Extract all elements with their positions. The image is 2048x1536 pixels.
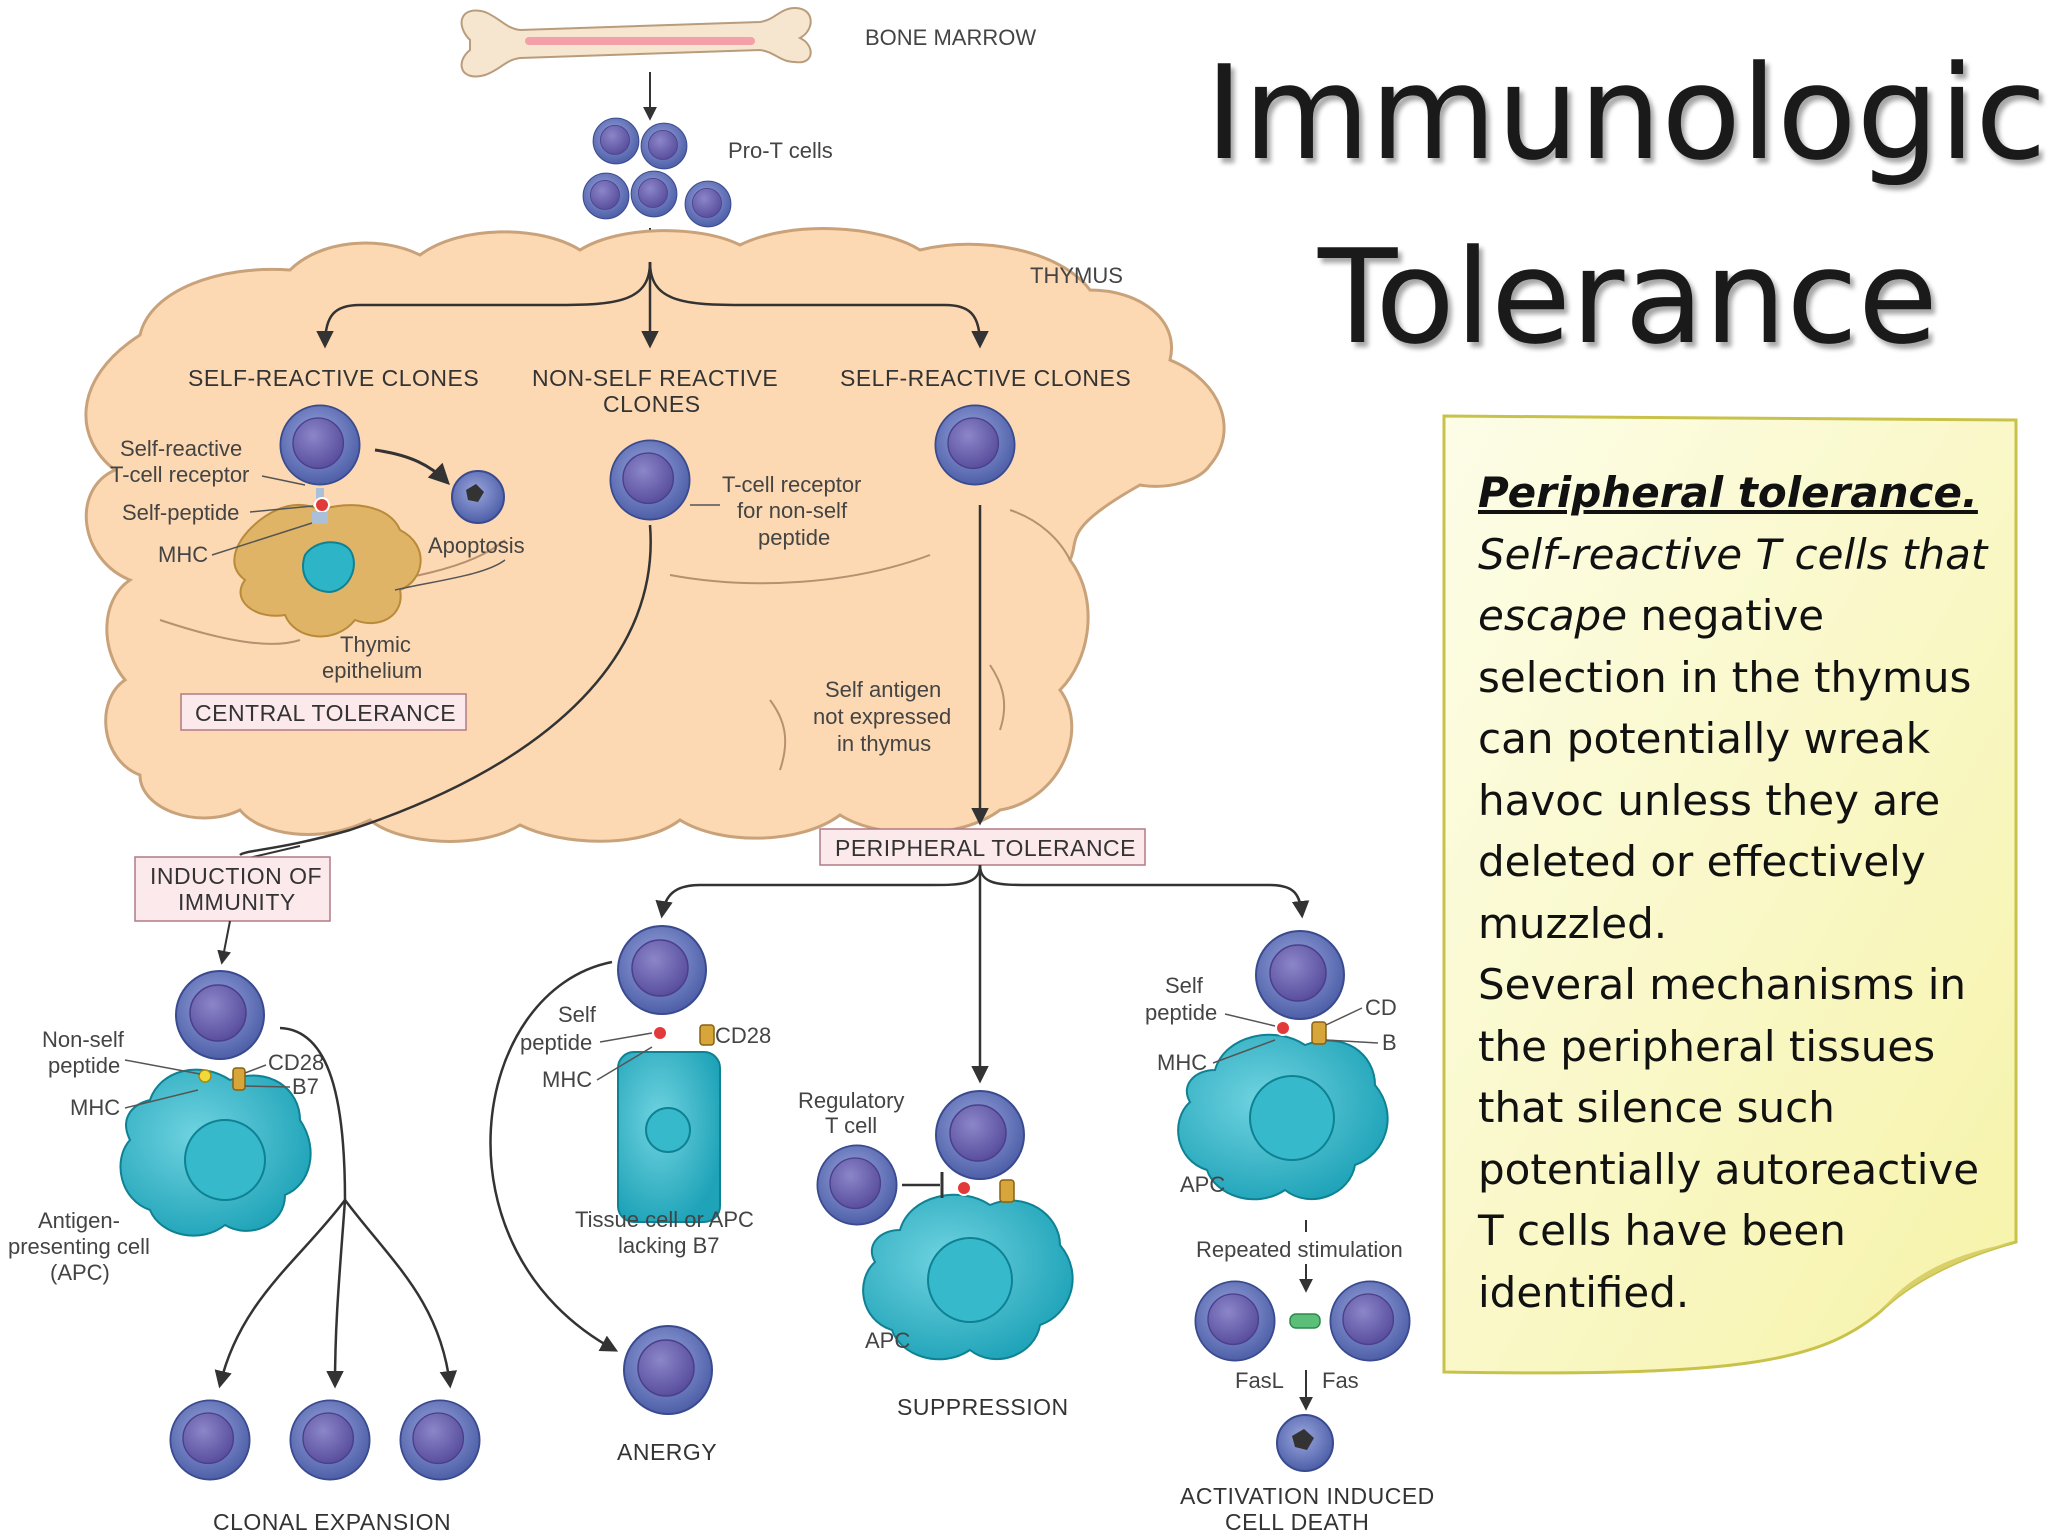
thymus-lobe-lines [159,509,1071,771]
bone-icon [460,6,812,78]
thymic-epithelium-label-2: epithelium [322,658,422,683]
mhc-aicd-label: MHC [1157,1050,1207,1075]
note-heading: Peripheral tolerance. [1478,468,1978,517]
fasl-label: FasL [1235,1368,1284,1393]
self-label-aicd: Self [1165,973,1204,998]
regulatory-label-1: Regulatory [798,1088,904,1113]
t-cell-anergy-panel [617,925,707,1015]
anergy-label: ANERGY [617,1439,717,1465]
bone-marrow-label: BONE MARROW [865,25,1036,50]
clonal-expansion-label: CLONAL EXPANSION [213,1509,451,1535]
b-aicd-label: B [1382,1030,1397,1055]
dying-t-cell [1276,1414,1334,1472]
non-self-peptide-label-2: peptide [48,1053,120,1078]
self-peptide-label: Self-peptide [122,500,239,525]
apc-aicd-label: APC [1180,1172,1225,1197]
peripheral-tolerance-note: Peripheral tolerance. Self-reactive T ce… [1478,462,1998,1323]
b7-immunity-label: B7 [292,1074,319,1099]
suppression-label: SUPPRESSION [897,1394,1069,1420]
pro-t-cells-label: Pro-T cells [728,138,833,163]
peptide-label-aicd: peptide [1145,1000,1217,1025]
tissue-cell-label-1: Tissue cell or APC [575,1207,754,1232]
thymic-epithelium-label-1: Thymic [340,632,411,657]
t-cell-fas [1329,1280,1411,1362]
tcr-nonself-label-3: peptide [758,525,830,550]
peripheral-tolerance-label: PERIPHERAL TOLERANCE [835,835,1136,861]
self-antigen-label-3: in thymus [837,731,931,756]
apc-suppression-label: APC [865,1328,910,1353]
induction-of-immunity-box [134,856,331,922]
self-label-anergy: Self [558,1002,597,1027]
thymus-shape [84,227,1226,843]
induction-label-1: INDUCTION OF [150,863,322,889]
apc-label-1: Antigen- [38,1208,120,1233]
cd-aicd-label: CD [1365,995,1397,1020]
apoptotic-cell [451,470,505,524]
central-tolerance-box [180,693,467,731]
tcr-label: T-cell receptor [110,462,249,487]
self-antigen-label-2: not expressed [813,704,951,729]
non-self-reactive-t-cell [609,439,691,521]
peripheral-tolerance-box [819,828,1146,866]
tcr-nonself-label-2: for non-self [737,498,848,523]
apc-label-3: (APC) [50,1260,110,1285]
note-body-1: negative selection in the thymus can pot… [1478,591,1972,948]
regulatory-t-cell [816,1144,898,1226]
tissue-cell-label-2: lacking B7 [618,1233,720,1258]
expanded-t-cell-2 [289,1399,371,1481]
thymus-label: THYMUS [1030,263,1123,288]
mhc-immunity-label: MHC [70,1095,120,1120]
self-reactive-clones-left: SELF-REACTIVE CLONES [188,365,479,391]
mhc-anergy-label: MHC [542,1067,592,1092]
non-self-clones-label: CLONES [603,391,701,417]
self-antigen-label-1: Self antigen [825,677,941,702]
note-italic-lead: Self-reactive T cells that escape [1478,529,1988,641]
mhc-label: MHC [158,542,208,567]
expanded-t-cell-3 [399,1399,481,1481]
regulatory-label-2: T cell [825,1113,877,1138]
self-reactive-t-cell [279,404,361,486]
escaping-self-reactive-t-cell [934,404,1016,486]
self-reactive-clones-right: SELF-REACTIVE CLONES [840,365,1131,391]
tcr-nonself-label-1: T-cell receptor [722,472,861,497]
non-self-reactive-label: NON-SELF REACTIVE [532,365,778,391]
apc-label-2: presenting cell [8,1234,150,1259]
self-reactive-tcr-label: Self-reactive [120,436,242,461]
t-cell-suppressed [935,1090,1025,1180]
aicd-label-2: CELL DEATH [1225,1509,1369,1535]
t-cell-aicd [1255,930,1345,1020]
non-self-peptide-label-1: Non-self [42,1027,125,1052]
peptide-label-anergy: peptide [520,1030,592,1055]
t-cell-fasl [1194,1280,1276,1362]
t-cell-immunity [175,970,265,1060]
repeated-stimulation-label: Repeated stimulation [1196,1237,1403,1262]
expanded-t-cell-1 [169,1399,251,1481]
anergic-t-cell [623,1325,713,1415]
central-tolerance-label: CENTRAL TOLERANCE [195,700,456,726]
induction-label-2: IMMUNITY [178,889,296,915]
pro-t-cells-cluster [582,117,732,228]
note-body-2: Several mechanisms in the peripheral tis… [1478,960,1980,1317]
slide-title-line-1: Immunologic [1205,37,2047,189]
fas-label: Fas [1322,1368,1359,1393]
note-scroll-shape [1442,414,2018,1375]
slide-title-line-2: Tolerance [1318,221,1938,373]
aicd-label-1: ACTIVATION INDUCED [1180,1483,1435,1509]
apoptosis-label: Apoptosis [428,533,525,558]
cd28-immunity-label: CD28 [268,1050,324,1075]
cd28-anergy-label: CD28 [715,1023,771,1048]
